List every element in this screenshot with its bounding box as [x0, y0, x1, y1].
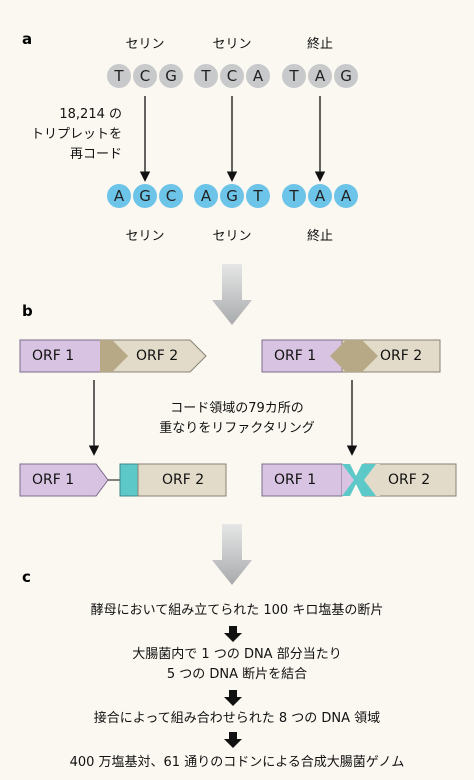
orf-overlap-left: ORF 1 ORF 2: [19, 339, 207, 373]
nucleotide: C: [166, 187, 176, 205]
nucleotide: T: [113, 67, 124, 85]
section-label-c: c: [22, 568, 31, 586]
nucleotide: A: [341, 187, 352, 205]
codon-AGC: A G C: [107, 184, 183, 208]
flow-step: 接合によって組み合わせられた 8 つの DNA 領域: [94, 710, 380, 726]
codon-TAA: T A A: [282, 184, 358, 208]
flow-step: 大腸菌内で 1 つの DNA 部分当たり: [132, 646, 341, 662]
flow-step: 酵母において組み立てられた 100 キロ塩基の断片: [91, 603, 384, 618]
flow-step: 5 つの DNA 断片を結合: [167, 667, 307, 682]
refactor-note-line: 重なりをリファクタリング: [159, 420, 314, 436]
recode-note-line: トリプレットを: [31, 127, 122, 142]
nucleotide: T: [288, 187, 299, 205]
nucleotide: T: [252, 187, 263, 205]
orf-overlap-right: ORF 1 ORF 2: [261, 339, 441, 373]
recode-note-line: 再コード: [70, 147, 122, 162]
big-down-arrow: [212, 264, 252, 325]
amino-acid-label: セリン: [212, 229, 251, 244]
flow-arrow: [224, 732, 242, 748]
codon-AGT: A G T: [194, 184, 270, 208]
orf1-label: ORF 1: [274, 348, 316, 364]
orf2-label: ORF 2: [162, 472, 204, 488]
refactor-note-line: コード領域の79カ所の: [170, 400, 304, 416]
amino-acid-label: セリン: [125, 37, 164, 52]
orf2-label: ORF 2: [136, 348, 178, 364]
nucleotide: C: [140, 67, 150, 85]
nucleotide: A: [315, 67, 326, 85]
section-label-a: a: [22, 30, 32, 48]
nucleotide: A: [315, 187, 326, 205]
orf-refactored-right: ORF 1 ORF 2: [261, 463, 457, 497]
nucleotide: G: [139, 187, 151, 205]
flow-arrow: [224, 626, 242, 642]
nucleotide: G: [165, 67, 177, 85]
orf1-label: ORF 1: [32, 472, 74, 488]
codon-TAG: T A G: [282, 64, 358, 88]
orf1-label: ORF 1: [274, 472, 316, 488]
nucleotide: G: [340, 67, 352, 85]
amino-acid-label: 終止: [307, 228, 333, 244]
amino-acid-label: 終止: [307, 36, 333, 52]
codon-TCA: T C A: [194, 64, 270, 88]
nucleotide: T: [288, 67, 299, 85]
nucleotide: C: [227, 67, 237, 85]
amino-acid-label: セリン: [125, 229, 164, 244]
nucleotide: A: [114, 187, 125, 205]
nucleotide: G: [226, 187, 238, 205]
orf2-label: ORF 2: [388, 472, 430, 488]
flow-arrow: [224, 690, 242, 706]
nucleotide: T: [200, 67, 211, 85]
section-label-b: b: [22, 302, 33, 320]
orf-refactored-left: ORF 1 ORF 2: [19, 463, 227, 497]
nucleotide: A: [201, 187, 212, 205]
amino-acid-label: セリン: [212, 37, 251, 52]
recode-note-line: 18,214 の: [59, 107, 122, 122]
codon-TCG: T C G: [107, 64, 183, 88]
orf2-label: ORF 2: [380, 348, 422, 364]
nucleotide: A: [253, 67, 264, 85]
big-down-arrow: [212, 524, 252, 585]
flow-step: 400 万塩基対、61 通りのコドンによる合成大腸菌ゲノム: [70, 755, 405, 770]
orf1-label: ORF 1: [32, 348, 74, 364]
